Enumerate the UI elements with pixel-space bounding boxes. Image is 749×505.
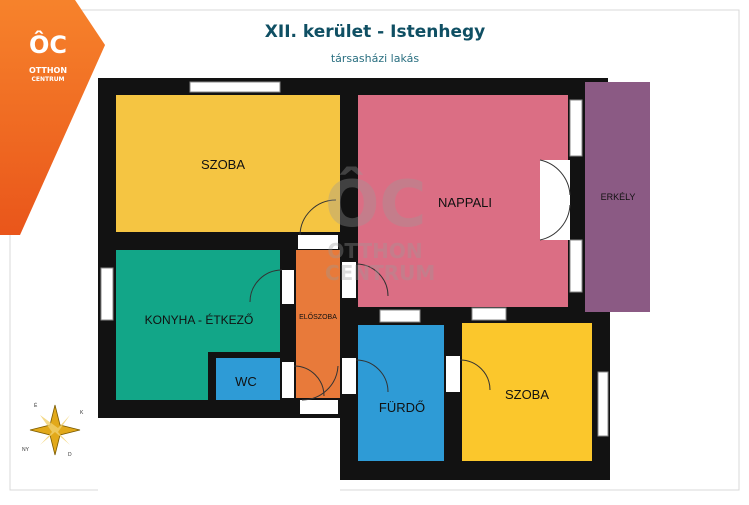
room-erkely: [585, 82, 650, 312]
logo-mark: ÔC: [28, 31, 67, 59]
compass-west: NY: [22, 447, 29, 453]
label-nappali: NAPPALI: [438, 195, 492, 210]
label-wc: WC: [235, 374, 257, 389]
label-konyha: KONYHA - ÉTKEZŐ: [144, 313, 254, 327]
door-swings: [249, 159, 571, 401]
watermark-mark: ÔC: [325, 168, 427, 242]
room-szoba-2: [462, 323, 592, 461]
room-furdo: [358, 325, 444, 461]
label-eloszoba: ELŐSZOBA: [299, 314, 337, 321]
page-border: [9, 9, 740, 491]
room-nappali: [358, 95, 568, 307]
page-subtitle: társasházi lakás: [330, 52, 420, 65]
logo-line2: CENTRUM: [31, 76, 65, 83]
room-konyha: [116, 250, 280, 400]
compass-south: D: [68, 452, 72, 458]
watermark-logo: ÔC OTTHON CENTRUM: [325, 168, 436, 320]
label-szoba-1: SZOBA: [200, 157, 246, 172]
room-wc: [216, 358, 280, 400]
compass-rose: [29, 404, 81, 456]
room-szoba-1: [116, 95, 340, 232]
page-title: XII. kerület - Istenhegy: [264, 22, 486, 42]
watermark-line1: OTTHON: [327, 239, 423, 263]
windows: [100, 81, 609, 437]
room-eloszoba: [296, 250, 340, 398]
label-furdo: FÜRDŐ: [378, 400, 426, 415]
compass-east: K: [80, 410, 84, 416]
compass-north: É: [34, 403, 38, 409]
label-szoba-2: SZOBA: [504, 387, 550, 402]
label-erkely: ERKÉLY: [600, 192, 636, 202]
door-openings: [282, 160, 570, 414]
watermark-line2: CENTRUM: [325, 261, 436, 285]
logo-line1: OTTHON: [28, 66, 68, 75]
